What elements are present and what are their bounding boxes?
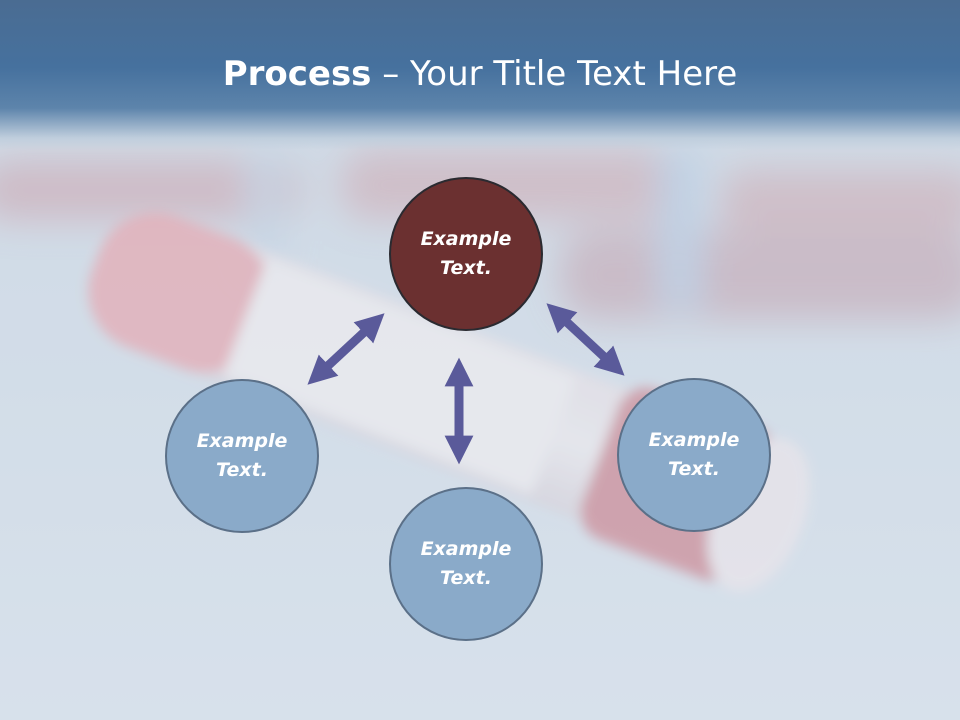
process-node-top: Example Text.	[389, 177, 543, 331]
arrow-top-left	[307, 313, 385, 385]
node-top-line2: Text.	[440, 257, 492, 279]
node-right-line1: Example	[648, 429, 740, 451]
title-bar	[0, 0, 960, 150]
process-node-right: Example Text.	[617, 378, 771, 532]
process-node-bottom: Example Text.	[389, 487, 543, 641]
process-node-left: Example Text.	[165, 379, 319, 533]
node-left-line1: Example	[196, 430, 288, 452]
node-left-line2: Text.	[216, 459, 268, 481]
slide-title-bold: Process	[222, 54, 372, 94]
node-bottom-line1: Example	[420, 538, 512, 560]
node-top-line1: Example	[420, 228, 512, 250]
node-right-line2: Text.	[668, 458, 720, 480]
slide-title-rest: – Your Title Text Here	[371, 54, 738, 94]
node-bottom-line2: Text.	[440, 567, 492, 589]
slide-title: Process – Your Title Text Here	[0, 52, 960, 96]
arrow-top-right	[546, 303, 625, 376]
